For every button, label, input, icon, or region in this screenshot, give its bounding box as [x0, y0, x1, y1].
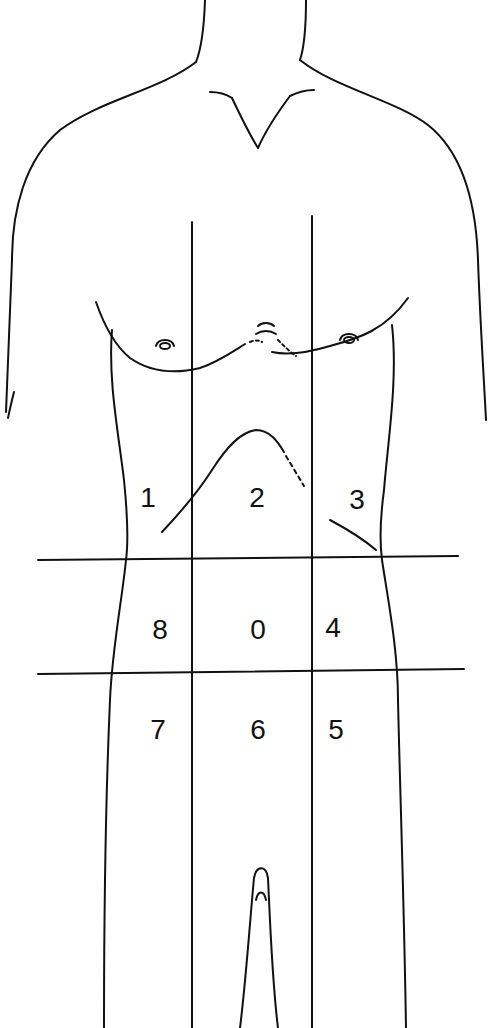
callout-number: 8 [152, 616, 168, 644]
sternum-dash [278, 340, 296, 356]
horizontal-plane-line [38, 669, 464, 674]
callout-number: 2 [249, 484, 265, 512]
costal-margin [286, 456, 304, 486]
groin-outline [240, 868, 278, 1028]
arm-inner-line [8, 392, 14, 418]
torso-outline [104, 330, 127, 1028]
groin-outline [256, 893, 266, 901]
pectoral-line [272, 298, 408, 354]
sternum-dash [250, 341, 262, 343]
callout-number: 5 [328, 716, 344, 744]
callout-number: 4 [325, 614, 341, 642]
callout-number: 1 [140, 484, 156, 512]
pectoral-line [96, 302, 245, 371]
torso-outline [381, 325, 406, 1028]
costal-margin [162, 430, 284, 532]
sternum-dash [258, 323, 274, 326]
sternum-dash [256, 331, 276, 334]
sternal-notch [232, 96, 290, 148]
callout-number: 3 [349, 486, 365, 514]
callout-number: 0 [250, 616, 266, 644]
vertical-plane-line [311, 216, 313, 1028]
neck-outline [300, 0, 306, 60]
horizontal-plane-line [38, 556, 458, 560]
clavicle-line [290, 90, 314, 96]
callout-number: 6 [250, 716, 266, 744]
costal-margin [330, 520, 376, 550]
neck-outline [196, 0, 205, 62]
callout-number: 7 [150, 716, 166, 744]
clavicle-line [210, 92, 232, 98]
nipple [344, 337, 354, 343]
shoulder-outline [6, 62, 196, 412]
vertical-plane-line [191, 222, 193, 1028]
nipple [160, 343, 170, 349]
